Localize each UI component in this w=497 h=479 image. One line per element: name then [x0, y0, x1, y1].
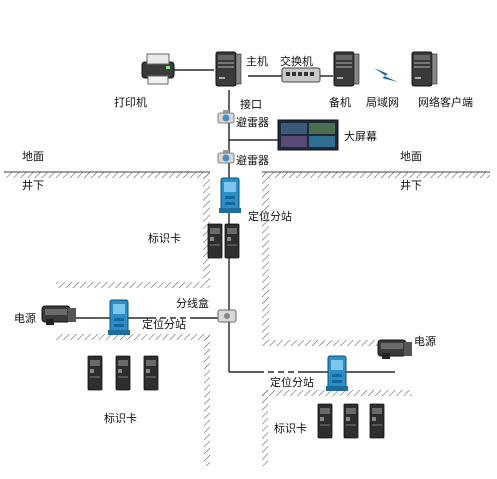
tunnel-wall-left-top: [56, 282, 210, 288]
ground-label-right: 地面: [400, 150, 422, 163]
switch-label: 交换机: [280, 54, 313, 68]
arrester-label-1: 避雷器: [236, 115, 269, 129]
ground-boundary-left: [4, 171, 210, 282]
power-label-left: 电源: [14, 311, 36, 325]
positioning-substation-icon: [218, 177, 242, 214]
connection-lines: [72, 69, 395, 373]
identity-card-icon: [87, 355, 103, 391]
lightning-arrester-icon: [217, 149, 235, 164]
lightning-arrester-icon: [217, 109, 235, 124]
station-label-top: 定位分站: [248, 209, 292, 223]
positioning-substation-icon: [325, 355, 349, 392]
identity-card-icon: [207, 223, 223, 259]
backup-computer-icon: [333, 51, 360, 87]
network-switch-icon: [281, 67, 321, 83]
tunnel-wall-left-bottom: [56, 334, 210, 466]
client-label: 网络客户端: [418, 95, 473, 109]
power-label-right: 电源: [414, 334, 436, 348]
ground-boundary-right: [262, 171, 490, 340]
junction-box-label: 分线盒: [176, 296, 209, 310]
positioning-substation-icon: [107, 299, 131, 336]
identity-card-group-top: [207, 223, 240, 259]
card-label-left: 标识卡: [104, 411, 137, 425]
identity-card-icon: [115, 355, 131, 391]
junction-box-icon: [217, 309, 237, 323]
identity-card-group-left: [87, 355, 159, 391]
underground-label-left: 井下: [22, 178, 44, 192]
client-computer-icon: [411, 51, 438, 87]
station-label-left: 定位分站: [142, 317, 186, 331]
host-computer-icon: [215, 51, 242, 87]
tunnel-wall-right-top: [262, 340, 402, 346]
underground-label-right: 井下: [400, 178, 422, 192]
lightning-bolt-icon: [374, 68, 398, 82]
lan-label: 局域网: [366, 96, 399, 109]
identity-card-icon: [143, 355, 159, 391]
power-supply-icon: [41, 305, 77, 326]
card-label-bottom: 标识卡: [274, 421, 307, 435]
large-screen-icon: [277, 119, 339, 151]
power-supply-icon: [377, 339, 413, 360]
station-label-bottom: 定位分站: [270, 375, 314, 389]
big-screen-label: 大屏幕: [344, 129, 377, 143]
identity-card-icon: [343, 403, 359, 439]
tunnel-wall-right-bottom: [262, 390, 412, 466]
identity-card-icon: [317, 403, 333, 439]
ground-label-left: 地面: [22, 150, 44, 163]
identity-card-icon: [224, 223, 240, 259]
identity-card-icon: [369, 403, 385, 439]
card-label-top: 标识卡: [148, 231, 181, 245]
host-label: 主机: [246, 54, 268, 68]
printer-icon: [141, 53, 175, 85]
backup-label: 备机: [329, 95, 351, 109]
interface-label: 接口: [240, 98, 262, 111]
printer-label: 打印机: [114, 95, 147, 109]
arrester-label-2: 避雷器: [236, 153, 269, 167]
identity-card-group-bottom: [317, 403, 385, 439]
